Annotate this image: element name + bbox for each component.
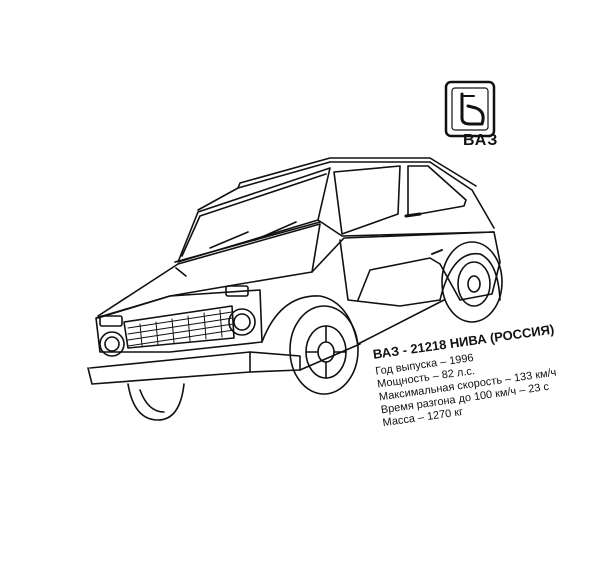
rear-wheel (441, 241, 503, 323)
brand-name: ВАЗ (463, 132, 499, 149)
windshield (177, 167, 331, 263)
right-headlight (228, 308, 256, 336)
body-side (311, 231, 501, 301)
left-headlight (99, 331, 125, 357)
front-wheel (289, 305, 359, 395)
vaz-logo-icon (444, 80, 496, 138)
car-roof (197, 161, 495, 229)
front-side-window (333, 165, 401, 235)
hood (97, 223, 321, 319)
front-bumper (87, 351, 301, 385)
left-front-wheel (127, 383, 185, 421)
